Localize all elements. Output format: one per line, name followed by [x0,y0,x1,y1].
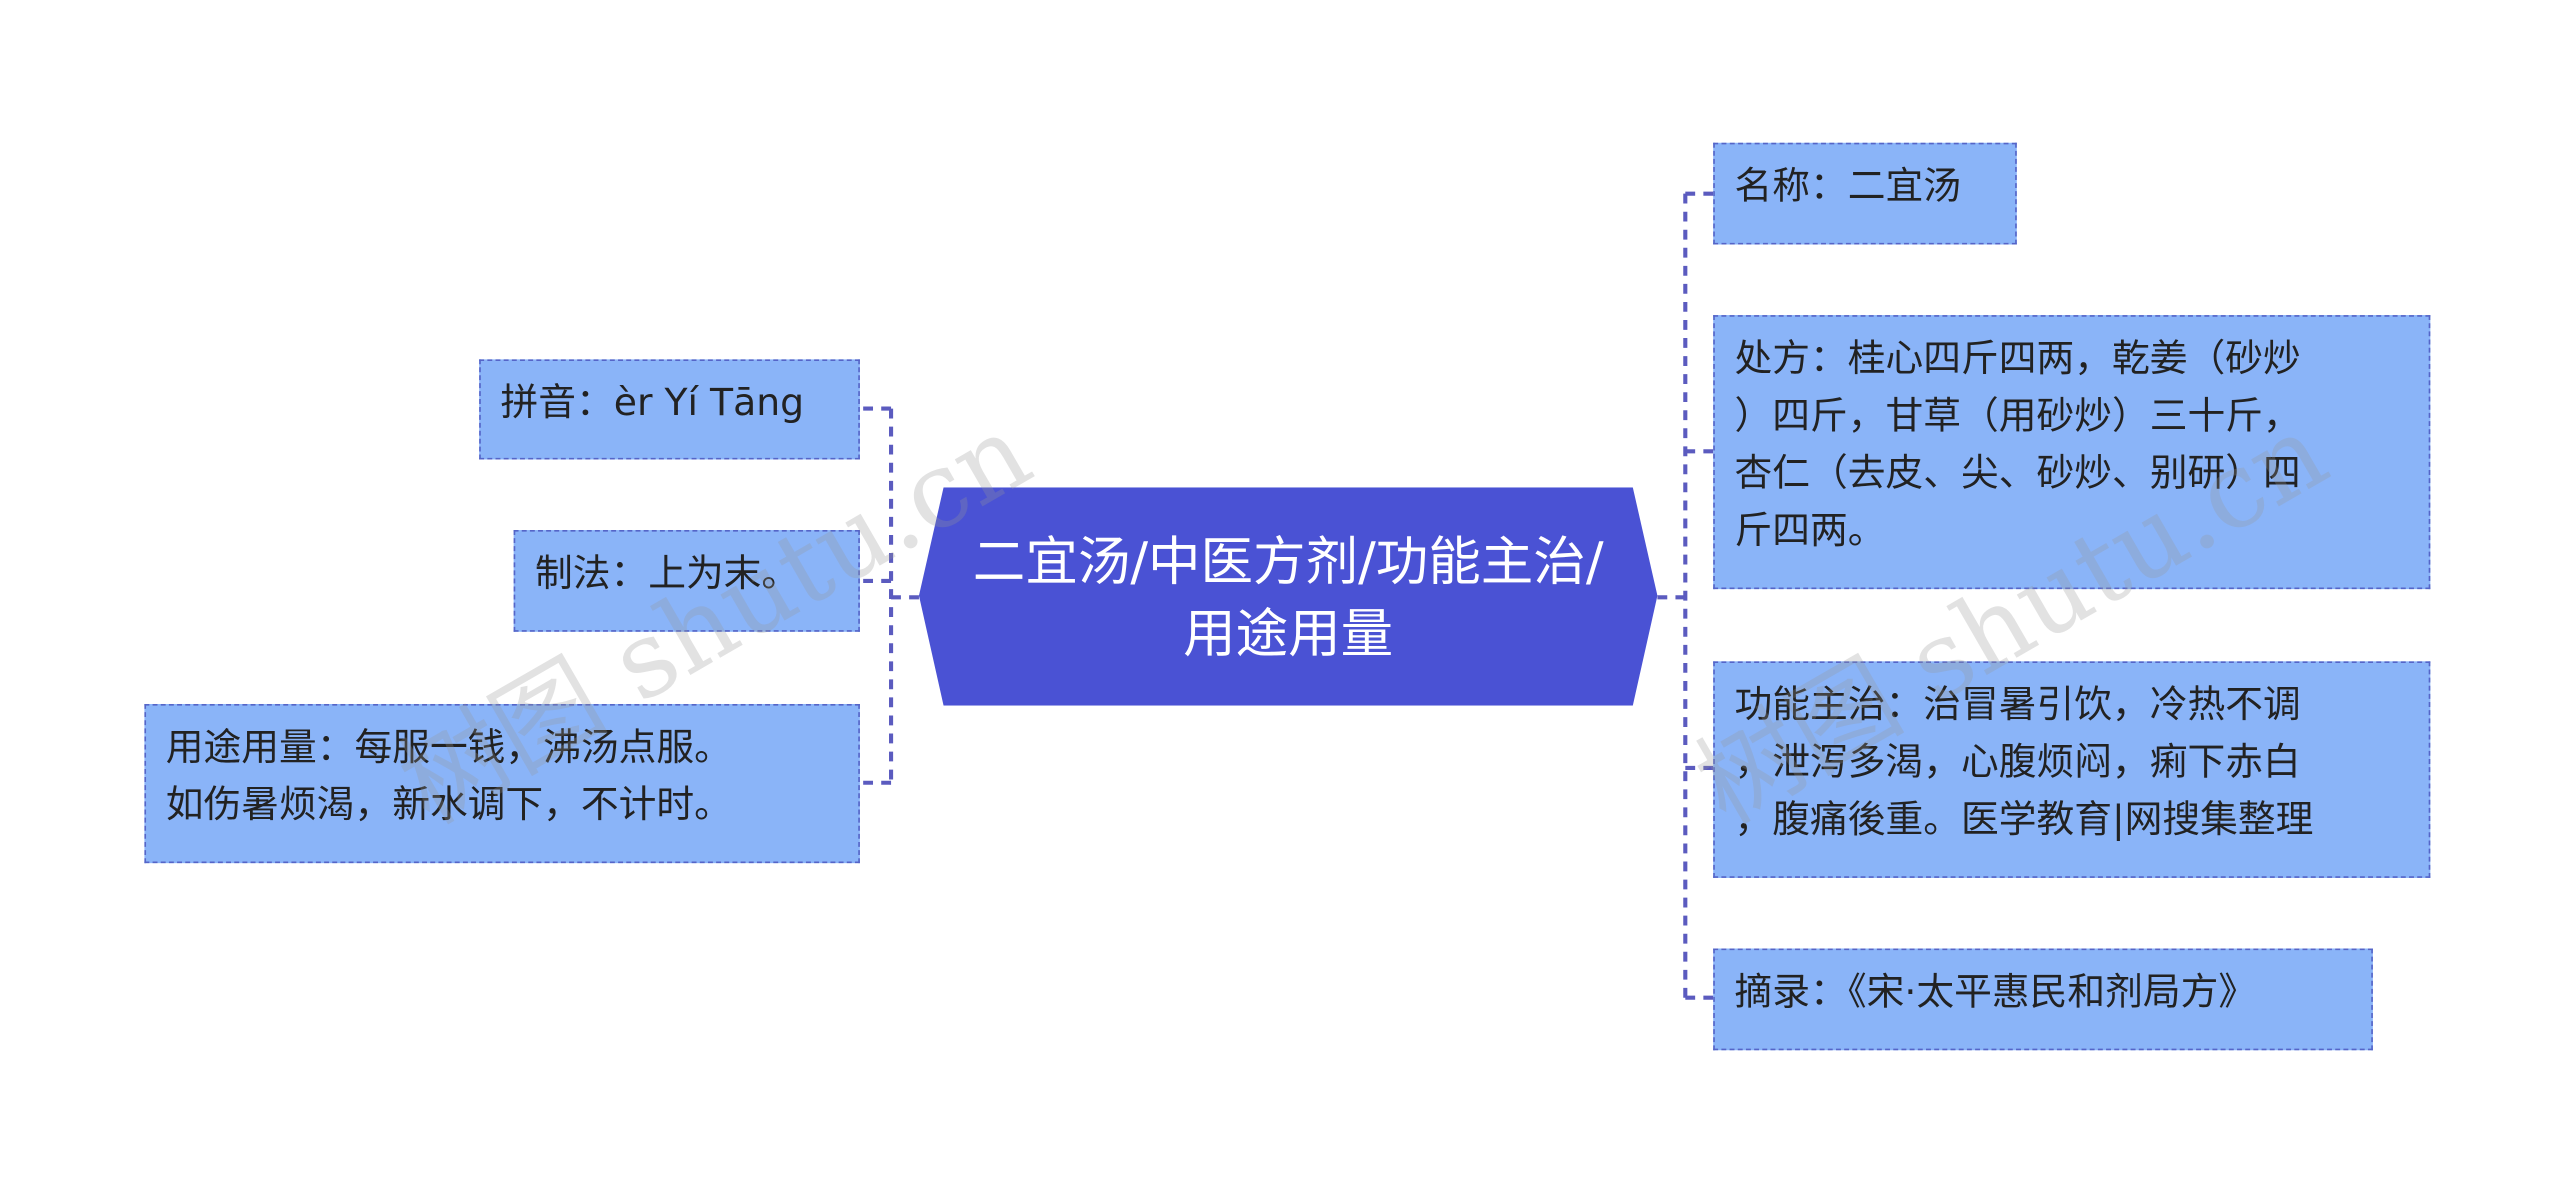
node-zhailu-text: 摘录：《宋·太平惠民和剂局方》 [1734,971,2257,1015]
node-zhifa[interactable]: 制法：上为末。 [513,530,860,632]
root-topic[interactable]: 二宜汤/中医方剂/功能主治/用途用量 [918,487,1658,706]
node-pinyin[interactable]: 拼音：èr Yí Tāng [479,359,860,460]
node-gongneng-text: 功能主治：治冒暑引饮，冷热不调 ，泄泻多渴，心腹烦闷，痢下赤白 ，腹痛後重。医学… [1734,684,2314,842]
root-topic-label: 二宜汤/中医方剂/功能主治/用途用量 [972,529,1604,664]
node-zhifa-text: 制法：上为末。 [534,553,800,596]
node-chufang[interactable]: 处方：桂心四斤四两，乾姜（砂炒 ）四斤，甘草（用砂炒）三十斤， 杏仁（去皮、尖、… [1713,315,2431,590]
node-chufang-text: 处方：桂心四斤四两，乾姜（砂炒 ）四斤，甘草（用砂炒）三十斤， 杏仁（去皮、尖、… [1734,338,2301,554]
node-mingcheng-text: 名称：二宜汤 [1734,165,1961,209]
node-mingcheng[interactable]: 名称：二宜汤 [1713,142,2017,245]
node-yongtu[interactable]: 用途用量：每服一钱，沸汤点服。 如伤暑烦渴，新水调下，不计时。 [144,703,860,864]
node-pinyin-text: 拼音：èr Yí Tāng [500,382,805,426]
node-gongneng[interactable]: 功能主治：治冒暑引饮，冷热不调 ，泄泻多渴，心腹烦闷，痢下赤白 ，腹痛後重。医学… [1713,661,2431,878]
root-hexagon-shape [918,487,1658,706]
node-yongtu-text: 用途用量：每服一钱，沸汤点服。 如伤暑烦渴，新水调下，不计时。 [165,726,732,828]
node-zhailu[interactable]: 摘录：《宋·太平惠民和剂局方》 [1713,948,2373,1051]
